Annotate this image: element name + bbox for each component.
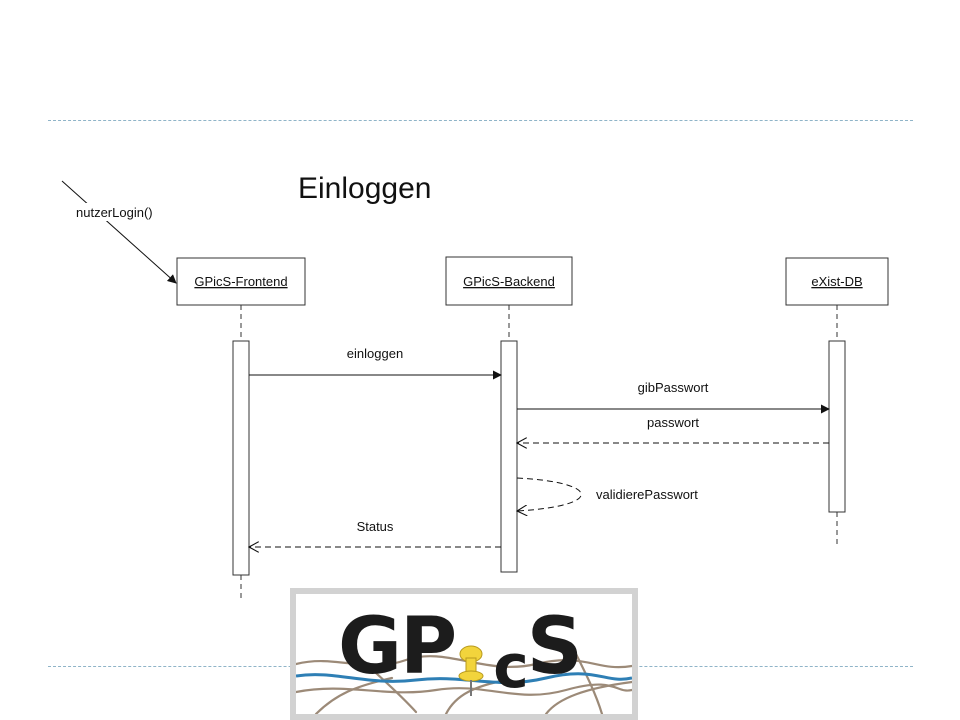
top-divider [48, 120, 913, 121]
message-label-status: Status [357, 519, 394, 534]
trigger-label: nutzerLogin() [76, 205, 153, 220]
logo-text-gp: GP [338, 602, 457, 692]
activation-backend [500, 340, 518, 573]
actor-box-frontend [176, 257, 306, 306]
message-arrow-validierepasswort [517, 477, 582, 511]
message-label-einloggen: einloggen [347, 346, 403, 361]
logo-text-s: S [526, 602, 583, 692]
message-label-gibpasswort: gibPasswort [638, 380, 709, 395]
pushpin-icon [458, 645, 484, 696]
logo-panel: GP cS [296, 594, 632, 714]
activation-existdb [828, 340, 846, 513]
actor-label-frontend: GPicS-Frontend [194, 274, 287, 289]
logo-text-c: c [493, 632, 529, 702]
diagram-title: Einloggen [298, 172, 432, 205]
trigger-label-bg [72, 203, 170, 221]
actor-box-existdb [785, 257, 889, 306]
trigger-arrow [61, 180, 177, 284]
message-label-validierepasswort: validierePasswort [596, 487, 698, 502]
activation-frontend [232, 340, 250, 576]
actor-label-existdb: eXist-DB [811, 274, 862, 289]
gpics-logo: GP cS [290, 588, 638, 720]
actor-label-backend: GPicS-Backend [463, 274, 555, 289]
message-label-passwort: passwort [647, 415, 699, 430]
